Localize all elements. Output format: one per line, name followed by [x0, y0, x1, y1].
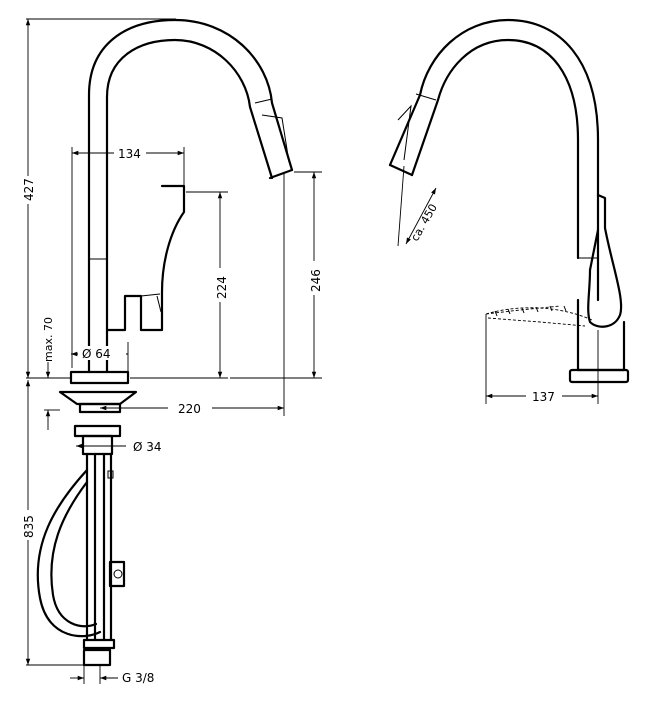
side-lever-swing-ticks [494, 305, 567, 317]
front-spout-inner [105, 38, 274, 374]
dimension-224-label: 224 [215, 276, 229, 299]
front-spray-head-detail [254, 98, 290, 163]
front-spout-outer [87, 18, 294, 374]
front-base-plate [69, 370, 130, 385]
front-hose-weight [108, 560, 126, 588]
dimension-137-label: 137 [532, 390, 555, 404]
side-lever-swing-dashed [485, 305, 593, 327]
front-shank [81, 434, 114, 456]
side-spray-head-detail [397, 93, 437, 161]
side-lever-handle [587, 193, 623, 328]
front-supply-hose-left [85, 452, 97, 642]
front-shank-collar [73, 424, 122, 438]
front-mounting-flange [58, 390, 138, 406]
dimension-diameter64-label: Ø 64 [82, 347, 111, 361]
dimension-max70-label: max. 70 [42, 317, 55, 362]
front-supply-hose-right [102, 452, 113, 642]
dimension-g38-label: G 3/8 [122, 671, 154, 685]
side-body [576, 298, 626, 372]
front-hose-weight-screw [113, 569, 123, 579]
dimension-220-label: 220 [178, 402, 201, 416]
front-connector-fittings [82, 638, 116, 667]
dimension-427-label: 427 [22, 178, 36, 201]
dimension-835-label: 835 [22, 515, 36, 538]
dimension-line-ca450 [405, 187, 437, 245]
side-spout-tip [388, 163, 414, 177]
dimension-246-label: 246 [309, 269, 323, 292]
front-pull-out-hose-loop-inner [50, 480, 98, 628]
front-pull-out-hose-loop [36, 468, 102, 638]
dimension-diameter34-label: Ø 34 [133, 440, 162, 454]
side-spout-inner [410, 38, 580, 260]
side-spout-outer [388, 18, 600, 302]
front-spout-tip [268, 168, 294, 180]
dimension-ca450-label: ca. 450 [408, 202, 440, 244]
side-base-plate [568, 368, 630, 384]
side-view: ca. 450 137 [388, 18, 630, 404]
dimension-134-label: 134 [118, 147, 141, 161]
front-lever-handle [105, 184, 186, 332]
front-view: 427 835 max. 70 134 224 246 Ø 64 [18, 18, 324, 685]
front-lever-base-shadow [140, 293, 162, 313]
front-hose-clip [107, 470, 114, 479]
